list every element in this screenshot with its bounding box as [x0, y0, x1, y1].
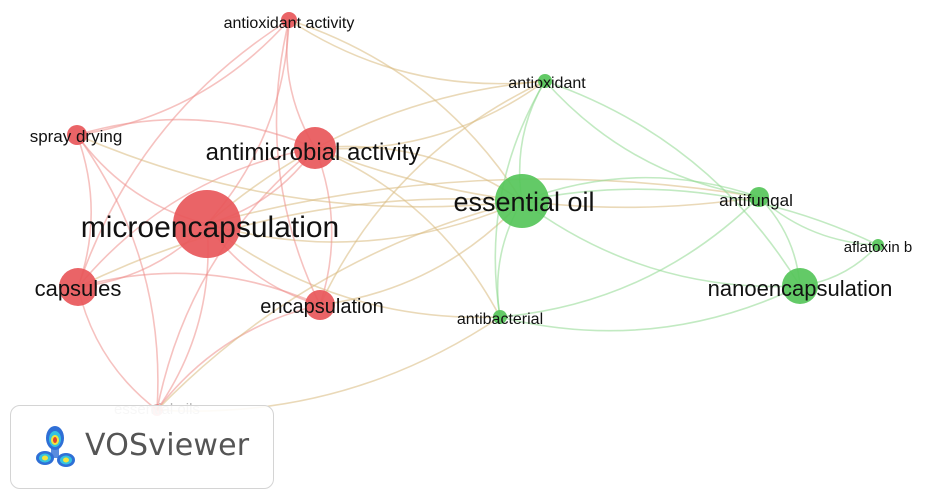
link-antioxidant-nanoencapsulation	[544, 80, 801, 287]
label-capsules[interactable]: capsules	[35, 276, 122, 301]
node-antioxidant[interactable]	[538, 74, 552, 88]
label-antibacterial[interactable]: antibacterial	[457, 311, 543, 328]
label-microencapsulation[interactable]: microencapsulation	[81, 211, 339, 244]
link-capsules-encapsulation	[77, 272, 321, 306]
link-essential-oil-aflatoxin-b	[521, 188, 879, 246]
link-spray-drying-antioxidant-activity	[76, 19, 290, 136]
link-antifungal-aflatoxin-b	[758, 196, 879, 246]
node-encapsulation[interactable]	[305, 290, 335, 320]
link-essential-oil-antifungal	[521, 176, 760, 202]
node-antifungal[interactable]	[749, 187, 769, 207]
link-antioxidant-activity-essential-oil	[288, 19, 523, 202]
node-antioxidant-activity[interactable]	[281, 12, 297, 28]
link-antioxidant-activity-antioxidant	[288, 19, 546, 85]
label-antimicrobial-activity[interactable]: antimicrobial activity	[206, 139, 421, 166]
link-microencapsulation-antibacterial	[206, 223, 501, 319]
label-essential-oil[interactable]: essential oil	[453, 187, 594, 217]
vosviewer-logo-icon	[36, 426, 75, 467]
label-antioxidant-activity[interactable]: antioxidant activity	[224, 15, 355, 32]
link-essential-oils-essential-oil	[156, 200, 523, 411]
vosviewer-brand-text: VOSviewer	[85, 428, 250, 463]
node-aflatoxin-b[interactable]	[872, 239, 884, 251]
node-nanoencapsulation[interactable]	[782, 268, 818, 304]
node-spray-drying[interactable]	[67, 125, 87, 145]
label-antifungal[interactable]: antifungal	[719, 191, 793, 210]
link-antimicrobial-activity-capsules	[77, 147, 316, 288]
link-antimicrobial-activity-spray-drying	[76, 118, 316, 149]
node-microencapsulation[interactable]	[173, 190, 241, 258]
node-antimicrobial-activity[interactable]	[294, 127, 336, 169]
node-antibacterial[interactable]	[493, 310, 507, 324]
link-capsules-essential-oils	[77, 286, 158, 411]
link-microencapsulation-antioxidant	[206, 80, 546, 225]
link-encapsulation-antioxidant-activity	[275, 19, 321, 306]
label-spray-drying[interactable]: spray drying	[30, 127, 123, 146]
link-nanoencapsulation-antibacterial	[499, 285, 801, 332]
link-essential-oil-nanoencapsulation	[521, 200, 801, 288]
label-aflatoxin-b[interactable]: aflatoxin b	[844, 239, 912, 256]
link-microencapsulation-essential-oil	[206, 200, 523, 243]
link-microencapsulation-antifungal	[206, 178, 760, 225]
link-antifungal-antibacterial	[499, 196, 760, 318]
link-antimicrobial-activity-essential-oils	[156, 147, 316, 411]
node-layer	[59, 12, 884, 416]
link-capsules-antioxidant-activity	[77, 19, 290, 288]
link-spray-drying-essential-oil	[76, 134, 523, 208]
node-essential-oil[interactable]	[495, 174, 549, 228]
label-layer: microencapsulation antimicrobial activity…	[30, 15, 913, 418]
link-antimicrobial-activity-antioxidant	[314, 80, 546, 150]
link-spray-drying-essential-oils	[76, 134, 159, 411]
link-antimicrobial-activity-antibacterial	[314, 147, 501, 318]
link-capsules-essential-oil	[77, 198, 523, 288]
label-antioxidant[interactable]: antioxidant	[508, 75, 586, 92]
link-encapsulation-essential-oils	[156, 304, 321, 411]
link-antioxidant-antifungal	[544, 80, 760, 198]
link-essential-oils-antibacterial	[156, 316, 501, 412]
vosviewer-logo-panel: VOSviewer	[10, 405, 274, 489]
link-antimicrobial-activity-essential-oil	[314, 145, 523, 202]
node-capsules[interactable]	[59, 268, 97, 306]
link-encapsulation-antioxidant	[319, 80, 546, 306]
label-encapsulation[interactable]: encapsulation	[260, 296, 383, 318]
label-nanoencapsulation[interactable]: nanoencapsulation	[708, 276, 893, 301]
link-encapsulation-essential-oil	[319, 200, 523, 306]
